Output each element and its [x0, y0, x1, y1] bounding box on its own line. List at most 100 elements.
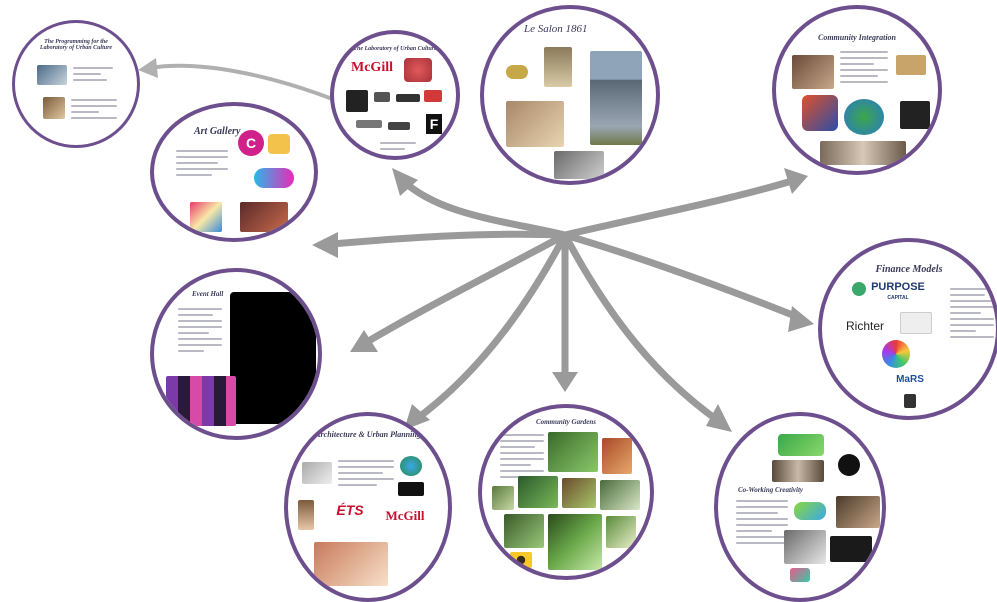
purpose-logo: PURPOSE: [871, 281, 925, 293]
photo: [784, 530, 826, 564]
photo: [43, 97, 65, 119]
node-title: Finance Models: [875, 264, 943, 275]
logo-image: [882, 340, 910, 368]
logo-image: [356, 120, 382, 128]
purpose-logo-sub: CAPITAL: [887, 295, 909, 301]
arrow-to-laboratory: [398, 176, 569, 239]
photo: [298, 500, 314, 530]
text-block: [950, 288, 994, 342]
logo-image: [424, 90, 442, 102]
text-block: [338, 460, 394, 490]
sunflower-photo: [510, 552, 532, 568]
engraving-image: [544, 47, 572, 87]
garden-photo: [504, 514, 544, 548]
garden-photo: [606, 516, 636, 548]
text-block: [73, 67, 113, 85]
garden-photo: [548, 432, 598, 472]
logo-image: [374, 92, 390, 102]
ets-logo: ÉTS: [336, 502, 364, 518]
arrow-to-coworking: [561, 231, 724, 426]
text-block: [840, 51, 888, 87]
garden-logo: [844, 99, 884, 135]
logo-image: [398, 482, 424, 496]
node-title: Le Salon 1861: [524, 23, 588, 35]
photo: [820, 141, 906, 165]
node-community-integration[interactable]: Community Integration: [772, 5, 942, 175]
f-logo: F: [426, 114, 442, 134]
workshop-photo: [314, 542, 388, 586]
photo: [896, 55, 926, 75]
purpose-logo-icon: [852, 282, 866, 296]
node-gardens[interactable]: Community Gardens: [478, 404, 654, 580]
text-block: [178, 308, 222, 356]
garden-photo: [492, 486, 514, 510]
interior-photo: [506, 101, 564, 147]
arrow-to-art-gallery: [316, 230, 569, 249]
neon-logo: [254, 168, 294, 188]
arrow-to-finance: [561, 231, 804, 322]
arrow-to-community-integration: [561, 176, 799, 239]
node-coworking[interactable]: Co-Working Creativity: [714, 412, 886, 602]
dark-logo: [900, 101, 930, 129]
node-laboratory[interactable]: The Laboratory of Urban Culture McGill F: [330, 30, 460, 160]
garden-photo: [600, 480, 640, 510]
photo: [836, 496, 880, 528]
node-architecture[interactable]: Architecture & Urban Planning ÉTS McGill: [284, 412, 452, 602]
node-finance-models[interactable]: Finance Models PURPOSE CAPITAL Richter M…: [818, 238, 997, 420]
logo-image: [794, 502, 826, 520]
text-block: [176, 150, 228, 180]
node-title: Art Gallery: [194, 126, 241, 137]
artwork: [190, 202, 222, 232]
arrow-to-architecture: [411, 231, 569, 424]
event-photo-collage: [230, 292, 316, 424]
logo-image: [900, 312, 932, 334]
event-photo-collage: [166, 376, 236, 426]
node-event-hall[interactable]: Event Hall: [150, 268, 322, 440]
logo-image: [388, 122, 410, 130]
garden-photo: [562, 478, 596, 508]
logo-image: [396, 94, 420, 102]
arrow-to-programming: [149, 63, 336, 102]
garden-photo: [602, 438, 632, 474]
gallery-photo: [240, 202, 288, 232]
startup-logo: [778, 434, 824, 456]
text-block: [500, 434, 544, 482]
logo-image: [904, 394, 916, 408]
garden-photo: [548, 514, 602, 570]
arrow-to-event-hall: [358, 231, 569, 349]
mars-logo: MaRS: [896, 373, 924, 385]
logo-image: [346, 90, 368, 112]
text-block: [71, 99, 117, 123]
text-block: [736, 500, 788, 548]
c-logo: C: [238, 130, 264, 156]
photo: [792, 55, 834, 89]
text-block: [380, 142, 416, 154]
photo: [830, 536, 872, 562]
photo: [772, 460, 824, 482]
church-photo: [590, 51, 642, 145]
node-programming[interactable]: The Programming for the Laboratory of Ur…: [12, 20, 140, 148]
emblem-image: [506, 65, 528, 79]
logo-image: [268, 134, 290, 154]
node-art-gallery[interactable]: Art Gallery C: [150, 102, 318, 242]
photo: [37, 65, 67, 85]
hands-logo: [802, 95, 838, 131]
logo-image: [404, 58, 432, 82]
logo-image: [838, 454, 860, 476]
node-title: Community Integration: [817, 33, 897, 42]
richter-logo: Richter: [845, 319, 884, 333]
garden-photo: [518, 476, 558, 508]
logo-image: [790, 568, 810, 582]
node-title: The Laboratory of Urban Culture: [353, 46, 437, 52]
node-title: Event Hall: [192, 290, 224, 298]
street-photo: [554, 151, 604, 179]
node-salon[interactable]: Le Salon 1861: [480, 5, 660, 185]
node-title: Co-Working Creativity: [738, 486, 804, 494]
mcgill-logo: McGill: [351, 60, 393, 75]
recycle-logo: [400, 456, 422, 476]
mcgill-logo: McGill: [385, 508, 425, 523]
node-title: Community Gardens: [535, 418, 597, 426]
node-title: The Programming for the Laboratory of Ur…: [39, 39, 113, 51]
node-title: Architecture & Urban Planning: [315, 430, 421, 439]
photo: [302, 462, 332, 484]
